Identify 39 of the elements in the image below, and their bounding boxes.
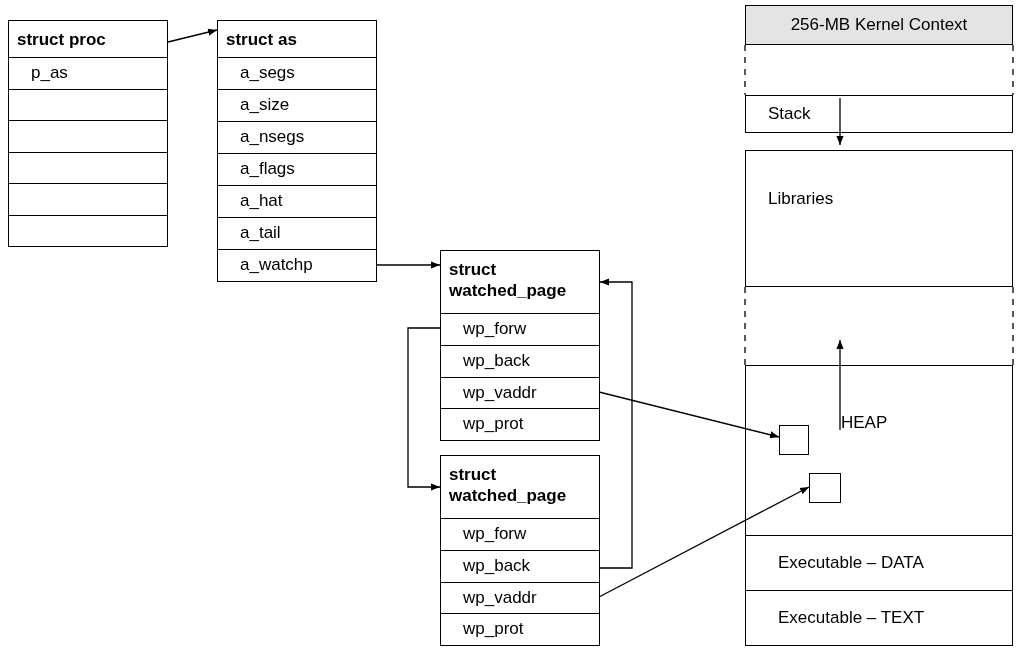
arrow <box>598 391 780 439</box>
struct-field: wp_prot <box>441 408 599 440</box>
struct-field: a_tail <box>218 217 376 249</box>
struct-field: p_as <box>9 57 167 89</box>
struct-field: wp_prot <box>441 613 599 645</box>
struct-field: wp_forw <box>441 313 599 345</box>
memory-region: Libraries <box>745 150 1013 287</box>
arrow <box>407 327 442 491</box>
struct-table <box>217 20 377 282</box>
memory-region: 256-MB Kernel Context <box>745 5 1013 45</box>
struct-field: wp_vaddr <box>441 376 599 409</box>
struct-field: a_segs <box>218 57 376 89</box>
struct-title: struct as <box>226 29 298 50</box>
arrow <box>375 261 441 269</box>
memory-region: Executable – DATA <box>745 535 1013 591</box>
struct-field: wp_forw <box>441 518 599 550</box>
struct-field: a_watchp <box>218 249 376 281</box>
struct-field: wp_back <box>441 344 599 377</box>
arrow <box>598 486 810 598</box>
page-square <box>779 425 809 455</box>
struct-title: struct watched_page <box>449 464 568 506</box>
struct-field: wp_vaddr <box>441 581 599 614</box>
struct-title: struct proc <box>17 29 107 50</box>
struct-table <box>440 250 600 441</box>
struct-table <box>8 20 168 247</box>
memory-region: Stack <box>745 95 1013 133</box>
arrow <box>167 28 218 43</box>
struct-table <box>440 455 600 646</box>
memory-region <box>745 365 1013 536</box>
struct-field: wp_back <box>441 549 599 582</box>
struct-field: a_hat <box>218 185 376 217</box>
arrow <box>598 278 633 569</box>
struct-field: a_size <box>218 89 376 121</box>
struct-field: a_nsegs <box>218 121 376 153</box>
struct-field: a_flags <box>218 153 376 185</box>
page-square <box>809 473 841 503</box>
struct-title: struct watched_page <box>449 259 568 301</box>
region-label: HEAP <box>841 413 888 433</box>
memory-region: Executable – TEXT <box>745 590 1013 646</box>
